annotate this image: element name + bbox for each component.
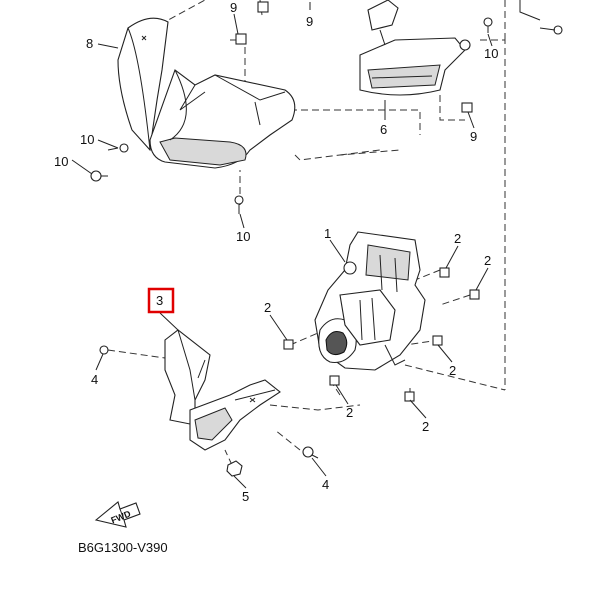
headlight-assembly-part-1 bbox=[314, 231, 426, 371]
callout-2-b: 2 bbox=[484, 253, 491, 268]
upper-cowl bbox=[149, 69, 296, 169]
callout-2-a: 2 bbox=[454, 231, 461, 246]
callout-5: 5 bbox=[242, 489, 249, 504]
callout-4-left: 4 bbox=[91, 372, 98, 387]
fasteners bbox=[90, 1, 493, 477]
callout-2-d: 2 bbox=[449, 363, 456, 378]
callout-9-top: 9 bbox=[230, 0, 237, 15]
callout-10-left-upper: 10 bbox=[80, 132, 94, 147]
windscreen-part-8 bbox=[117, 17, 169, 152]
leader-lines bbox=[71, 2, 493, 489]
callout-1: 1 bbox=[324, 226, 331, 241]
fwd-arrow-icon: FWD bbox=[94, 501, 141, 528]
callout-2-f: 2 bbox=[422, 419, 429, 434]
duct-part-6 bbox=[359, 0, 471, 96]
callout-6: 6 bbox=[380, 122, 387, 137]
callout-10-top-right: 10 bbox=[484, 46, 498, 61]
callout-2-c: 2 bbox=[264, 300, 271, 315]
callout-labels: 8 9 9 10 6 9 10 10 10 1 2 2 2 2 2 2 4 4 … bbox=[54, 0, 498, 504]
callout-4-right: 4 bbox=[322, 477, 329, 492]
diagram-code: B6G1300-V390 bbox=[78, 540, 168, 555]
mount-stay bbox=[519, 0, 563, 35]
highlight-box bbox=[147, 287, 175, 314]
side-cowl-part-3 bbox=[164, 329, 281, 451]
callout-3: 3 bbox=[156, 293, 163, 308]
callout-9-right: 9 bbox=[470, 129, 477, 144]
assembly-guide-lines bbox=[107, 0, 506, 466]
callout-9-top-right: 9 bbox=[306, 14, 313, 29]
callout-2-e: 2 bbox=[346, 405, 353, 420]
callout-10-bottom: 10 bbox=[236, 229, 250, 244]
callout-8: 8 bbox=[86, 36, 93, 51]
callout-10-left-lower: 10 bbox=[54, 154, 68, 169]
